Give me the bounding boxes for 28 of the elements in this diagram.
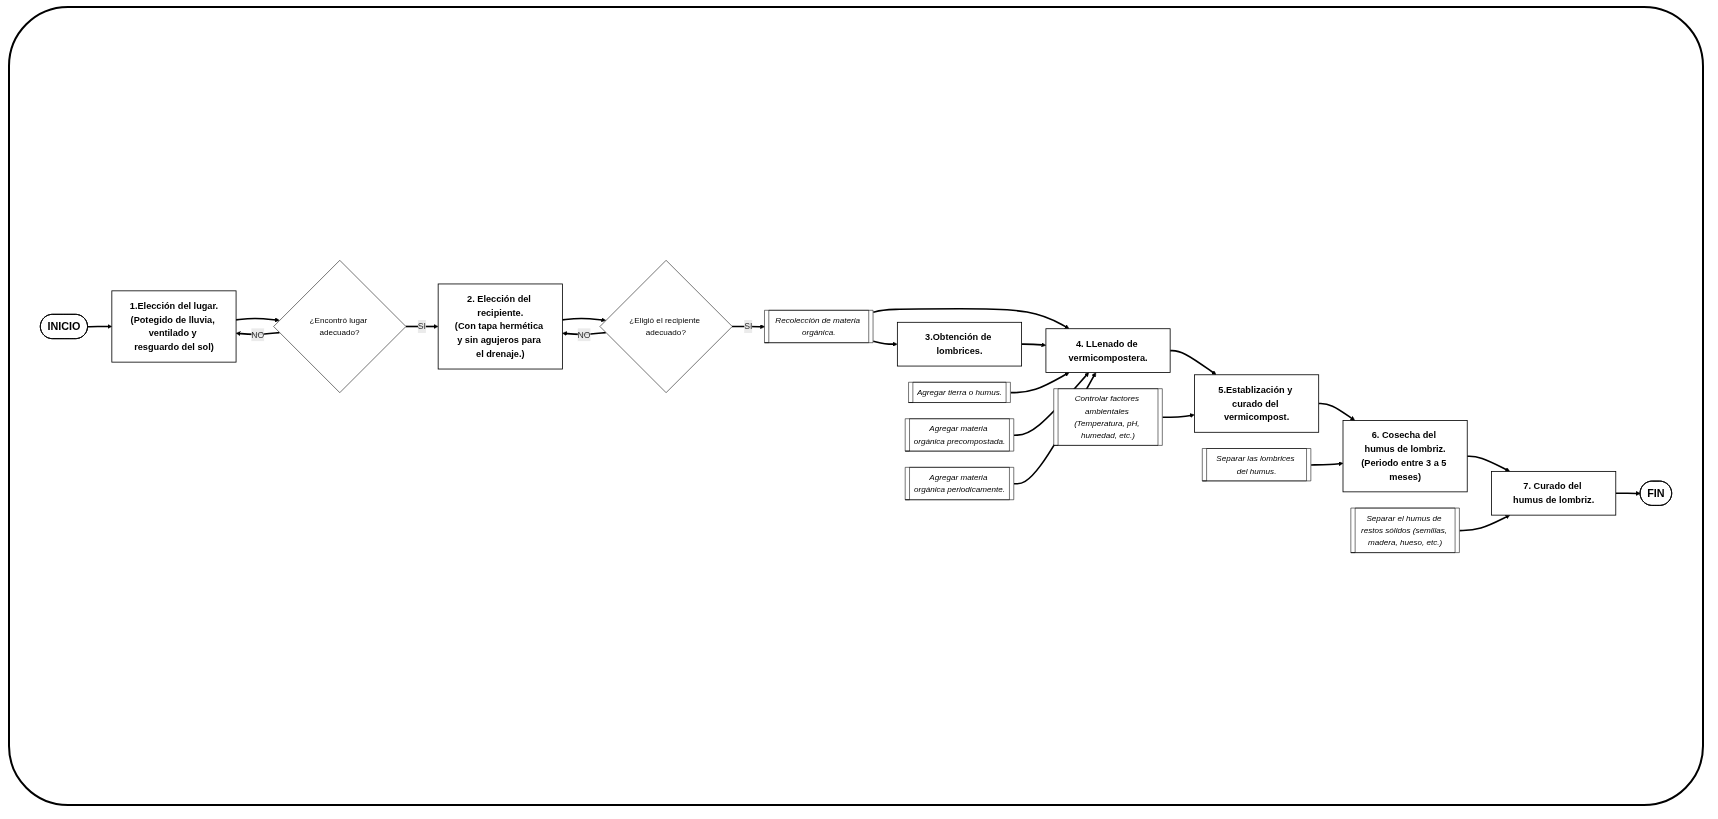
arrow [872,339,898,347]
arrow [87,323,113,329]
node-diamond: ¿Eligió el recipiente adecuado? [599,259,733,393]
arrow [561,317,606,322]
arrow [1020,342,1047,347]
arrow [1310,460,1344,466]
edge-label: NO [251,329,265,339]
arrow [1317,402,1356,421]
edge-label: SI [417,321,427,331]
node-diamond: ¿Encontró lugar adecuado? [273,259,407,393]
node-box: 1.Elección del lugar. (Potegido de lluvia, ventilado y resguardo del sol) [111,289,237,363]
edge-label: NO [577,329,591,339]
arrow [1458,514,1511,531]
arrow [872,307,1070,329]
arrow [235,317,280,322]
arrow [1009,371,1070,393]
node-box: 2. Elección del recipiente. (Con tapa hermética y sin agujeros para el drenaje.) [437,283,563,369]
arrow [1466,454,1511,472]
arrow [731,323,765,329]
arrow [1614,490,1641,496]
edge-label: SI [744,321,753,331]
node-box: 4. LLenado de vermicompostera. [1045,327,1171,373]
arrow [1169,349,1217,375]
node-box: 3.Obtención de lombrices. [896,321,1022,366]
arrow [1161,412,1195,418]
node-box: 7. Curado del humus de lombriz. [1491,470,1617,516]
node-box: 5.Establización y curado del vermicompost. [1194,373,1320,433]
node-box: 6. Cosecha del humus de lombriz. (Periodo entre 3 a 5 meses) [1342,419,1468,492]
